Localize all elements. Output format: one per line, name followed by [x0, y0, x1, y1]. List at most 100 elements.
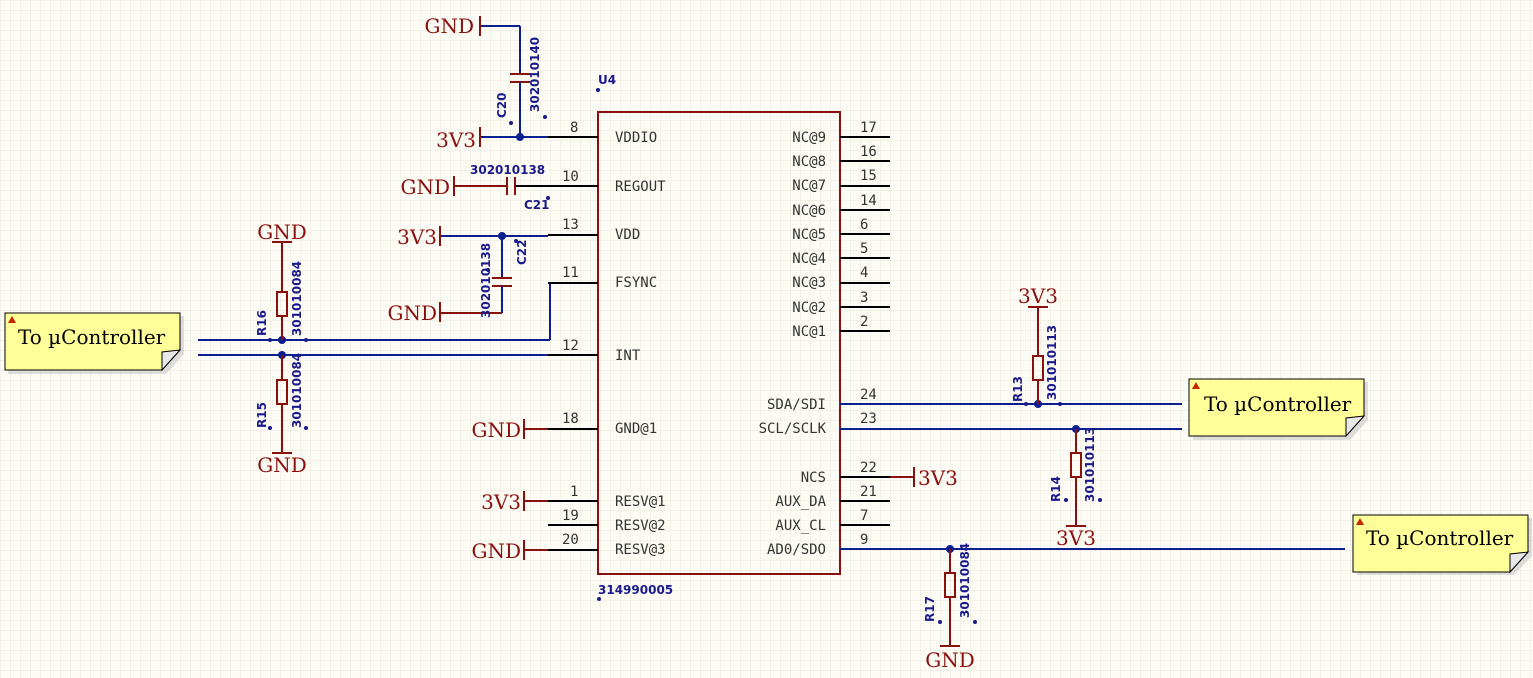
pin-name: FSYNC	[615, 275, 657, 291]
resistor-r14[interactable]: 3V3 R14 301010113	[1049, 427, 1102, 550]
pin-number: 1	[570, 484, 578, 500]
capacitor-c21[interactable]: GND 302010138 C21	[400, 163, 550, 212]
pin-number: 6	[860, 217, 868, 233]
note-text: To µController	[1204, 392, 1352, 416]
pin-name: NCS	[801, 470, 826, 486]
pin-name: AUX_CL	[775, 518, 826, 534]
note-ucontroller[interactable]: To µController	[4, 312, 184, 374]
pin-number: 3	[860, 290, 868, 306]
pin-number: 21	[860, 484, 877, 500]
ic-designator: U4	[598, 73, 616, 87]
gnd-label: GND	[471, 539, 521, 563]
pin-number: 20	[562, 532, 579, 548]
pin-name: NC@7	[792, 178, 826, 194]
pin-name: VDD	[615, 227, 640, 243]
r14-ref: R14	[1049, 476, 1063, 502]
pin-number: 19	[562, 508, 579, 524]
pin-name: SCL/SCLK	[759, 421, 827, 437]
c21-ref: C21	[524, 198, 550, 212]
pin-number: 17	[860, 120, 877, 136]
c21-value: 302010138	[470, 163, 545, 177]
r16-value: 301010084	[290, 261, 304, 336]
r14-value: 301010113	[1083, 427, 1097, 502]
pin-name: AD0/SDO	[767, 542, 826, 558]
pin-name: RESV@3	[615, 542, 666, 558]
pin-name: RESV@1	[615, 494, 666, 510]
pin-number: 12	[562, 338, 579, 354]
gnd-label: GND	[400, 175, 450, 199]
r17-value: 301010084	[958, 543, 972, 618]
pin-number: 24	[860, 387, 877, 403]
note-text: To µController	[18, 325, 166, 349]
pin-number: 14	[860, 193, 877, 209]
junction-dot	[516, 133, 524, 141]
net-sda-scl[interactable]	[890, 400, 1182, 433]
gnd-label: GND	[925, 648, 975, 672]
3v3-label: 3V3	[397, 225, 437, 249]
c22-ref: C22	[515, 239, 529, 265]
ic-body	[597, 111, 841, 575]
ic-part-number: 314990005	[598, 583, 673, 597]
pin-name: NC@8	[792, 154, 826, 170]
ic-right-pins: 17 NC@9 16 NC@8 15 NC@7 14 NC@6 6 NC@5 5…	[759, 120, 890, 558]
c22-value: 302010138	[479, 243, 493, 318]
3v3-label: 3V3	[918, 466, 958, 490]
pin-number: 23	[860, 411, 877, 427]
net-gnd-pin20[interactable]: GND	[471, 539, 548, 563]
pin-name: SDA/SDI	[767, 397, 826, 413]
c20-value: 302010140	[528, 37, 542, 112]
r16-ref: R16	[255, 310, 269, 336]
note-ucontroller[interactable]: To µController	[1188, 378, 1368, 440]
pin-number: 10	[562, 169, 579, 185]
r17-ref: R17	[923, 596, 937, 622]
resistor-r13[interactable]: 3V3 R13 301010113	[1011, 284, 1062, 406]
pin-name: VDDIO	[615, 130, 657, 146]
pin-name: NC@9	[792, 130, 826, 146]
3v3-label: 3V3	[481, 490, 521, 514]
gnd-label: GND	[257, 453, 307, 477]
3v3-label: 3V3	[436, 128, 476, 152]
pin-name: NC@1	[792, 324, 826, 340]
gnd-label: GND	[387, 301, 437, 325]
pin-number: 5	[860, 241, 868, 257]
pin-name: NC@6	[792, 203, 826, 219]
net-3v3-ncs[interactable]: 3V3	[890, 466, 958, 490]
net-3v3-vddio[interactable]: 3V3	[436, 127, 548, 152]
net-fsync-int[interactable]	[198, 282, 598, 359]
r13-ref: R13	[1011, 376, 1025, 402]
pin-number: 18	[562, 411, 579, 427]
pin-name: INT	[615, 348, 641, 364]
3v3-label: 3V3	[1018, 284, 1058, 308]
net-gnd-pin18[interactable]: GND	[471, 418, 548, 442]
capacitor-c20[interactable]: GND C20 302010140	[424, 14, 547, 137]
pin-name: NC@5	[792, 227, 826, 243]
note-text: To µController	[1366, 526, 1514, 550]
r15-ref: R15	[255, 402, 269, 428]
pin-name: NC@3	[792, 275, 826, 291]
c20-ref: C20	[495, 92, 509, 118]
3v3-label: 3V3	[1056, 526, 1096, 550]
pin-number: 15	[860, 168, 877, 184]
pin-number: 11	[562, 265, 579, 281]
resistor-r15[interactable]: GND R15 301010084	[255, 353, 308, 477]
pin-number: 9	[860, 532, 868, 548]
pin-number: 7	[860, 508, 868, 524]
pin-number: 2	[860, 314, 868, 330]
pin-name: NC@2	[792, 300, 826, 316]
pin-name: AUX_DA	[775, 494, 826, 510]
resistor-r17[interactable]: GND R17 301010084	[923, 543, 977, 672]
gnd-label: GND	[257, 220, 307, 244]
capacitor-c22[interactable]: 3V3 GND 302010138 C22	[387, 225, 548, 325]
gnd-label: GND	[471, 418, 521, 442]
note-ucontroller[interactable]: To µController	[1352, 514, 1532, 575]
resistor-r16[interactable]: GND R16 301010084	[255, 220, 308, 342]
gnd-label: GND	[424, 14, 474, 38]
pin-number: 4	[860, 265, 868, 281]
pin-number: 13	[562, 217, 579, 233]
pin-number: 8	[570, 120, 578, 136]
pin-name: NC@4	[792, 251, 826, 267]
pin-name: REGOUT	[615, 179, 666, 195]
pin-number: 22	[860, 460, 877, 476]
pin-number: 16	[860, 144, 877, 160]
net-3v3-pin1[interactable]: 3V3	[481, 490, 548, 514]
